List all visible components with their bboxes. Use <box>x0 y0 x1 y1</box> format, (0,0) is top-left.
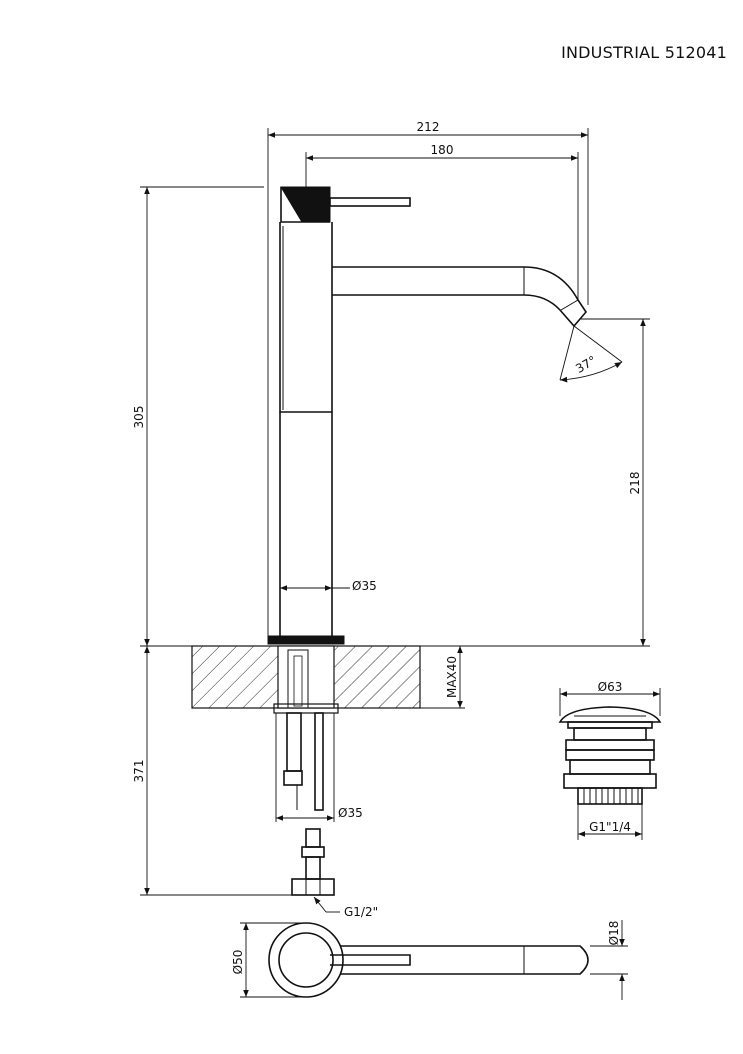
plan-view: Ø50 Ø18 <box>231 920 628 1000</box>
thread-lines <box>583 788 639 804</box>
handle-cap <box>280 186 331 223</box>
dim-max40: MAX40 <box>445 656 459 698</box>
dim-waste-thread: G1"1/4 <box>589 820 631 834</box>
dimension-labels: 212 180 305 218 37° Ø35 MAX40 371 Ø35 G1… <box>132 120 642 919</box>
dim-37-deg: 37° <box>573 353 598 376</box>
dim-371: 371 <box>132 760 146 783</box>
below-deck-parts <box>283 712 335 896</box>
dim-spout-diameter: Ø18 <box>607 921 621 946</box>
dimension-lines <box>140 128 650 913</box>
lever-arm <box>329 197 411 207</box>
dim-218: 218 <box>628 472 642 495</box>
dim-305: 305 <box>132 406 146 429</box>
drawing-title: INDUSTRIAL 512041 <box>561 43 727 62</box>
dim-body-diameter: Ø35 <box>352 579 377 593</box>
dim-waste-diameter: Ø63 <box>598 680 623 694</box>
faucet-body-lower <box>279 412 333 638</box>
base-ring <box>267 635 345 645</box>
waste-detail: Ø63 G1"1/4 <box>558 680 662 840</box>
deck-section <box>191 645 421 714</box>
faucet-body-upper <box>279 222 333 413</box>
faucet-elevation <box>267 186 588 645</box>
spout <box>332 266 588 328</box>
dim-connection-thread: G1/2" <box>344 905 378 919</box>
dim-180: 180 <box>431 143 454 157</box>
dim-base-diameter: Ø50 <box>231 950 245 975</box>
dim-212: 212 <box>417 120 440 134</box>
dim-below-diameter: Ø35 <box>338 806 363 820</box>
